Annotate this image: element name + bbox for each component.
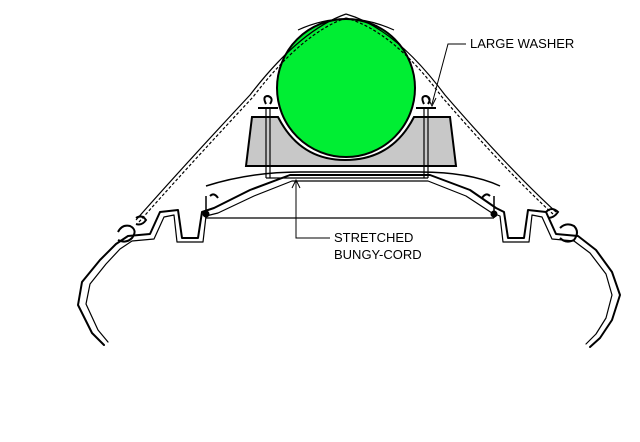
- cradle-block: [244, 116, 458, 167]
- washer-left-loop: [263, 94, 273, 105]
- strap-right-outer: [345, 13, 557, 213]
- hook-right: [559, 223, 578, 243]
- bungy-right-hook: [481, 193, 491, 199]
- bungy-cord: [202, 193, 498, 219]
- roof-strip: [205, 171, 501, 187]
- label-bungy-cord: BUNGY-CORD: [334, 247, 422, 262]
- hook-left: [117, 224, 136, 243]
- label-stretched: STRETCHED: [334, 230, 413, 245]
- roof-outline-outer: [77, 174, 621, 348]
- ball: [276, 18, 416, 158]
- strap-left-outer: [135, 13, 347, 221]
- roof-panel: [77, 174, 621, 348]
- strap-left-inner: [138, 17, 347, 223]
- tie-down-strap: [135, 13, 557, 223]
- leader-lines: [291, 43, 466, 239]
- bungy-left-end: [202, 210, 210, 218]
- bungy-arrow: [291, 178, 301, 189]
- bungy-left-hook: [209, 193, 219, 199]
- strap-over-ball: [297, 18, 395, 31]
- label-large-washer: LARGE WASHER: [470, 36, 574, 51]
- hook-right-coil: [545, 208, 560, 219]
- roof-outline-inner: [85, 180, 613, 345]
- hook-left-coil: [135, 215, 148, 226]
- strap-right-inner: [345, 17, 554, 215]
- roof-strip-top: [205, 171, 501, 187]
- strap-hooks: [117, 208, 578, 243]
- vertical-rods: [265, 108, 429, 179]
- washer-arrow: [427, 97, 437, 108]
- bungy-leader: [295, 180, 330, 239]
- washer-leader: [431, 43, 466, 105]
- bungy-right-end: [490, 210, 498, 218]
